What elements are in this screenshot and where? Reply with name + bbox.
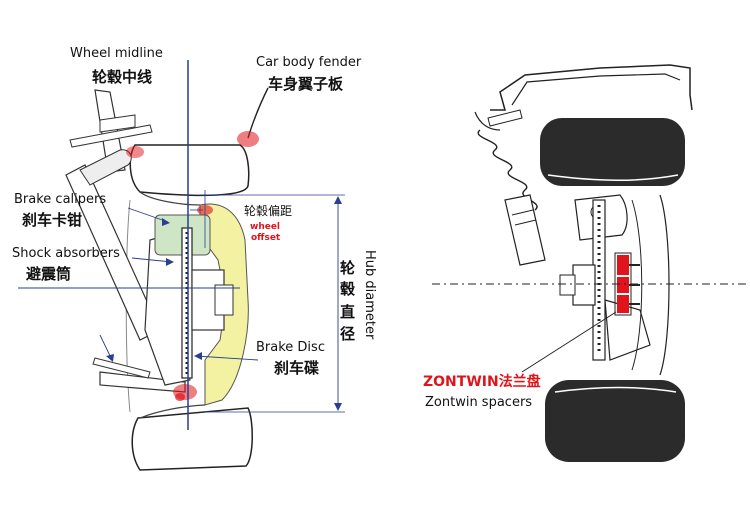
- shock-rings: [511, 209, 534, 216]
- leader-disc-head: [194, 352, 202, 360]
- strut-top-highlight: [126, 146, 144, 158]
- label-hub-zh-4: 径: [340, 325, 355, 343]
- spacer-leader: [521, 311, 617, 373]
- leader-shock-head: [166, 258, 174, 266]
- leader-shock: [131, 257, 173, 263]
- hub-arrow-up: [334, 196, 342, 204]
- right-upper-rim: [547, 174, 679, 181]
- upper-tire: [129, 144, 250, 197]
- body-outline: [490, 64, 693, 111]
- right-lower-tire: [545, 380, 685, 462]
- hub-body: [199, 203, 249, 406]
- hub-arrow-down: [334, 403, 342, 411]
- leader-calipers-head: [162, 218, 170, 226]
- label-hub-en: Hub diameter: [362, 250, 377, 340]
- leader-disc: [195, 355, 259, 361]
- right-rim-inner: [631, 199, 643, 371]
- right-upper-tire: [540, 118, 685, 186]
- strut-mount: [69, 124, 153, 148]
- tie-rod: [92, 357, 151, 379]
- strut-tube: [65, 164, 161, 341]
- body-outline-inner: [511, 73, 681, 106]
- hub-bolt-face: [214, 284, 234, 316]
- label-fender-en: Car body fender: [256, 55, 362, 70]
- leader-calipers: [127, 207, 169, 223]
- left-diagram: Wheel midline 轮毂中线 Car body fender 车身翼子板…: [12, 46, 377, 471]
- right-hub: [572, 264, 596, 306]
- fender-curve: [247, 87, 269, 139]
- leader-arm-head: [106, 354, 114, 362]
- strut-cap: [99, 114, 136, 133]
- label-hub-zh-1: 轮: [340, 259, 355, 277]
- label-wheel-midline-en: Wheel midline: [70, 46, 163, 61]
- spacer-bottom: [617, 295, 629, 313]
- body-rear: [474, 111, 501, 131]
- right-hub-cap: [559, 274, 576, 296]
- label-fender-zh: 车身翼子板: [268, 75, 344, 93]
- shock-body: [504, 194, 546, 266]
- label-shock-zh: 避震筒: [26, 265, 71, 283]
- shock-rings-2: [514, 219, 537, 226]
- label-disc-en: Brake Disc: [256, 340, 325, 355]
- label-offset-en-2: offset: [251, 233, 281, 243]
- label-calipers-en: Brake calipers: [14, 192, 106, 207]
- label-disc-zh: 刹车碟: [274, 359, 319, 377]
- label-brand-zh: ZONTWIN法兰盘: [423, 373, 541, 390]
- spacer-top: [617, 255, 629, 275]
- right-diagram: ZONTWIN法兰盘 Zontwin spacers: [423, 64, 748, 462]
- label-shock-en: Shock absorbers: [12, 246, 120, 261]
- rim-outline: [139, 191, 206, 419]
- right-lower-rim: [554, 386, 677, 393]
- label-calipers-zh: 刹车卡钳: [22, 211, 82, 229]
- spacer-middle: [617, 277, 629, 293]
- label-offset-zh: 轮毂偏距: [244, 203, 292, 218]
- shock-top: [487, 109, 523, 127]
- label-brand-en: Zontwin spacers: [425, 395, 532, 410]
- label-hub-zh-3: 直: [340, 303, 355, 321]
- lower-rim-highlight: [175, 393, 185, 401]
- label-offset-en-1: wheel: [250, 222, 280, 232]
- lower-tire: [131, 407, 253, 471]
- fender-highlight: [237, 131, 259, 147]
- label-hub-zh-2: 毂: [340, 280, 355, 298]
- right-rim-outline: [659, 194, 670, 376]
- label-wheel-midline-zh: 轮毂中线: [92, 68, 152, 86]
